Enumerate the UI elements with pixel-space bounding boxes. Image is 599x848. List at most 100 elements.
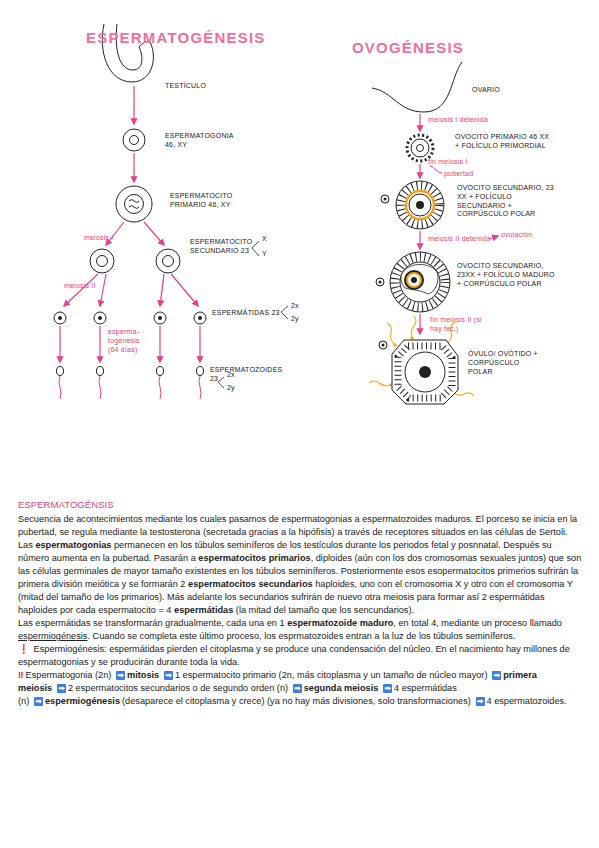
bold-term: espermatocitos primarios [198,553,310,563]
text-document: ESPERMATOGÉNSISSecuencia de acontecimien… [18,498,584,709]
drawing-circle [411,277,417,283]
drawing-ellipse [157,367,164,376]
drawing-circle [125,195,144,214]
drawing-circle [158,316,162,320]
drawing-circle [406,191,434,219]
drawing-line [159,326,160,362]
bold-term: espermatozoide maduro [287,618,393,628]
drawing-line [419,231,420,249]
arrow-icon: ➡ [293,684,302,693]
drawing-circle [198,316,202,320]
drawing-path [392,340,458,404]
cell-label: 2x [227,371,235,380]
drawing-line [199,326,200,362]
cell-label: OVOCITO SECUNDARIO, 23 XX + FOLÍCULO SEC… [457,184,557,219]
drawing-path [252,241,259,256]
drawing-path [372,62,462,112]
cell-label: Y [262,250,267,259]
text-run: (desaparece el citoplasma y crece) (ya n… [122,696,471,706]
drawing-circle [404,270,424,290]
cell-label: TESTÍCULO [165,82,206,91]
section-title: OVOGÉNESIS [352,40,464,57]
drawing-path [59,376,61,399]
drawing-ellipse [197,367,204,376]
bold-term: segunda meiosis [304,683,379,693]
drawing-path [199,376,201,399]
drawing-circle [130,136,139,145]
text-run: Las espermátidas se transformarán gradua… [18,618,287,628]
drawing-circle [390,252,450,312]
drawing-circle [407,135,433,161]
arrow-icon: ➡ [476,697,485,706]
drawing-g [58,316,202,320]
paragraph: ❗ Espermiogénesis: espermátidas pierden … [18,643,584,669]
drawing-circle [405,352,445,392]
process-note: fin meiosis I [428,158,468,167]
drawing-line [419,314,420,334]
drawing-line [144,222,164,245]
text-run: , en total 4, mediante un proceso llamad… [393,618,562,628]
drawing-circle [116,186,152,222]
text-run: Secuencia de acontecimientos mediante lo… [18,514,577,537]
drawing-circle [395,257,445,307]
process-note: meiosis I detenida [428,116,488,125]
drawing-path [218,377,224,388]
arrow-icon: ➡ [164,671,173,680]
drawing-circle [123,129,145,151]
text-run: 1 espermatocito primario (2n, más citopl… [175,670,488,680]
text-run: Espermiogénesis: espermátidas pierden el… [18,644,570,667]
arrow-icon: ➡ [116,671,125,680]
drawing-line [419,114,420,131]
drawing-g [60,86,200,362]
drawing-circle [400,262,440,302]
drawing-path [281,306,288,319]
drawing-circle [194,312,206,324]
alert-icon: ‼ [18,670,24,680]
drawing-circle [376,278,384,286]
section-title: ESPERMATOGÉNESIS [86,30,266,47]
cell-label: OVOCITO PRIMARIO 46 XX + FOLÍCULO PRIMOR… [455,133,555,151]
drawing-circle [419,366,431,378]
drawing-g [379,340,458,404]
arrow-icon: ➡ [57,684,66,693]
arrow-icon: ➡ [383,684,392,693]
arrow-icon: ➡ [34,697,43,706]
drawing-circle [409,194,431,216]
cell-label: ESPERMATOCITO SECUNDARIO 23 [190,238,256,256]
drawing-g [54,129,206,324]
drawing-path [411,316,416,338]
drawing-circle [58,316,62,320]
drawing-line [160,274,164,306]
drawing-g [59,376,201,399]
text-run: (la mitad del tamaño que los sencundario… [233,605,414,615]
drawing-path [387,323,395,345]
drawing-circle [90,249,114,273]
drawing-circle [393,343,397,347]
drawing-circle [407,273,421,287]
drawing-line [171,274,198,306]
drawing-circle [417,145,424,152]
drawing-line [419,164,420,178]
drawing-circle [381,195,389,203]
cell-label: ÓVULO/ OVÓTIDO + CORPÚSCULO POLAR [468,350,540,376]
drawing-path [430,166,442,173]
process-note: pubertad [444,170,473,179]
drawing-path [401,265,438,295]
arrow-icon: ➡ [492,671,501,680]
bold-term: espermátidas [174,605,233,615]
drawing-line [59,326,60,362]
drawing-circle [379,341,387,349]
drawing-circle [411,139,429,157]
paragraph: Secuencia de acontecimientos mediante lo… [18,513,584,539]
paragraph: Las espermatogonias permanecen en los tú… [18,539,584,617]
drawing-circle [94,312,106,324]
drawing-path [159,376,161,399]
drawing-circle [156,249,180,273]
drawing-circle [384,198,387,201]
drawing-line [489,236,498,239]
cell-label: 2y [227,384,235,393]
drawing-path [398,346,452,398]
drawing-path [369,381,391,386]
drawing-circle [401,186,439,224]
